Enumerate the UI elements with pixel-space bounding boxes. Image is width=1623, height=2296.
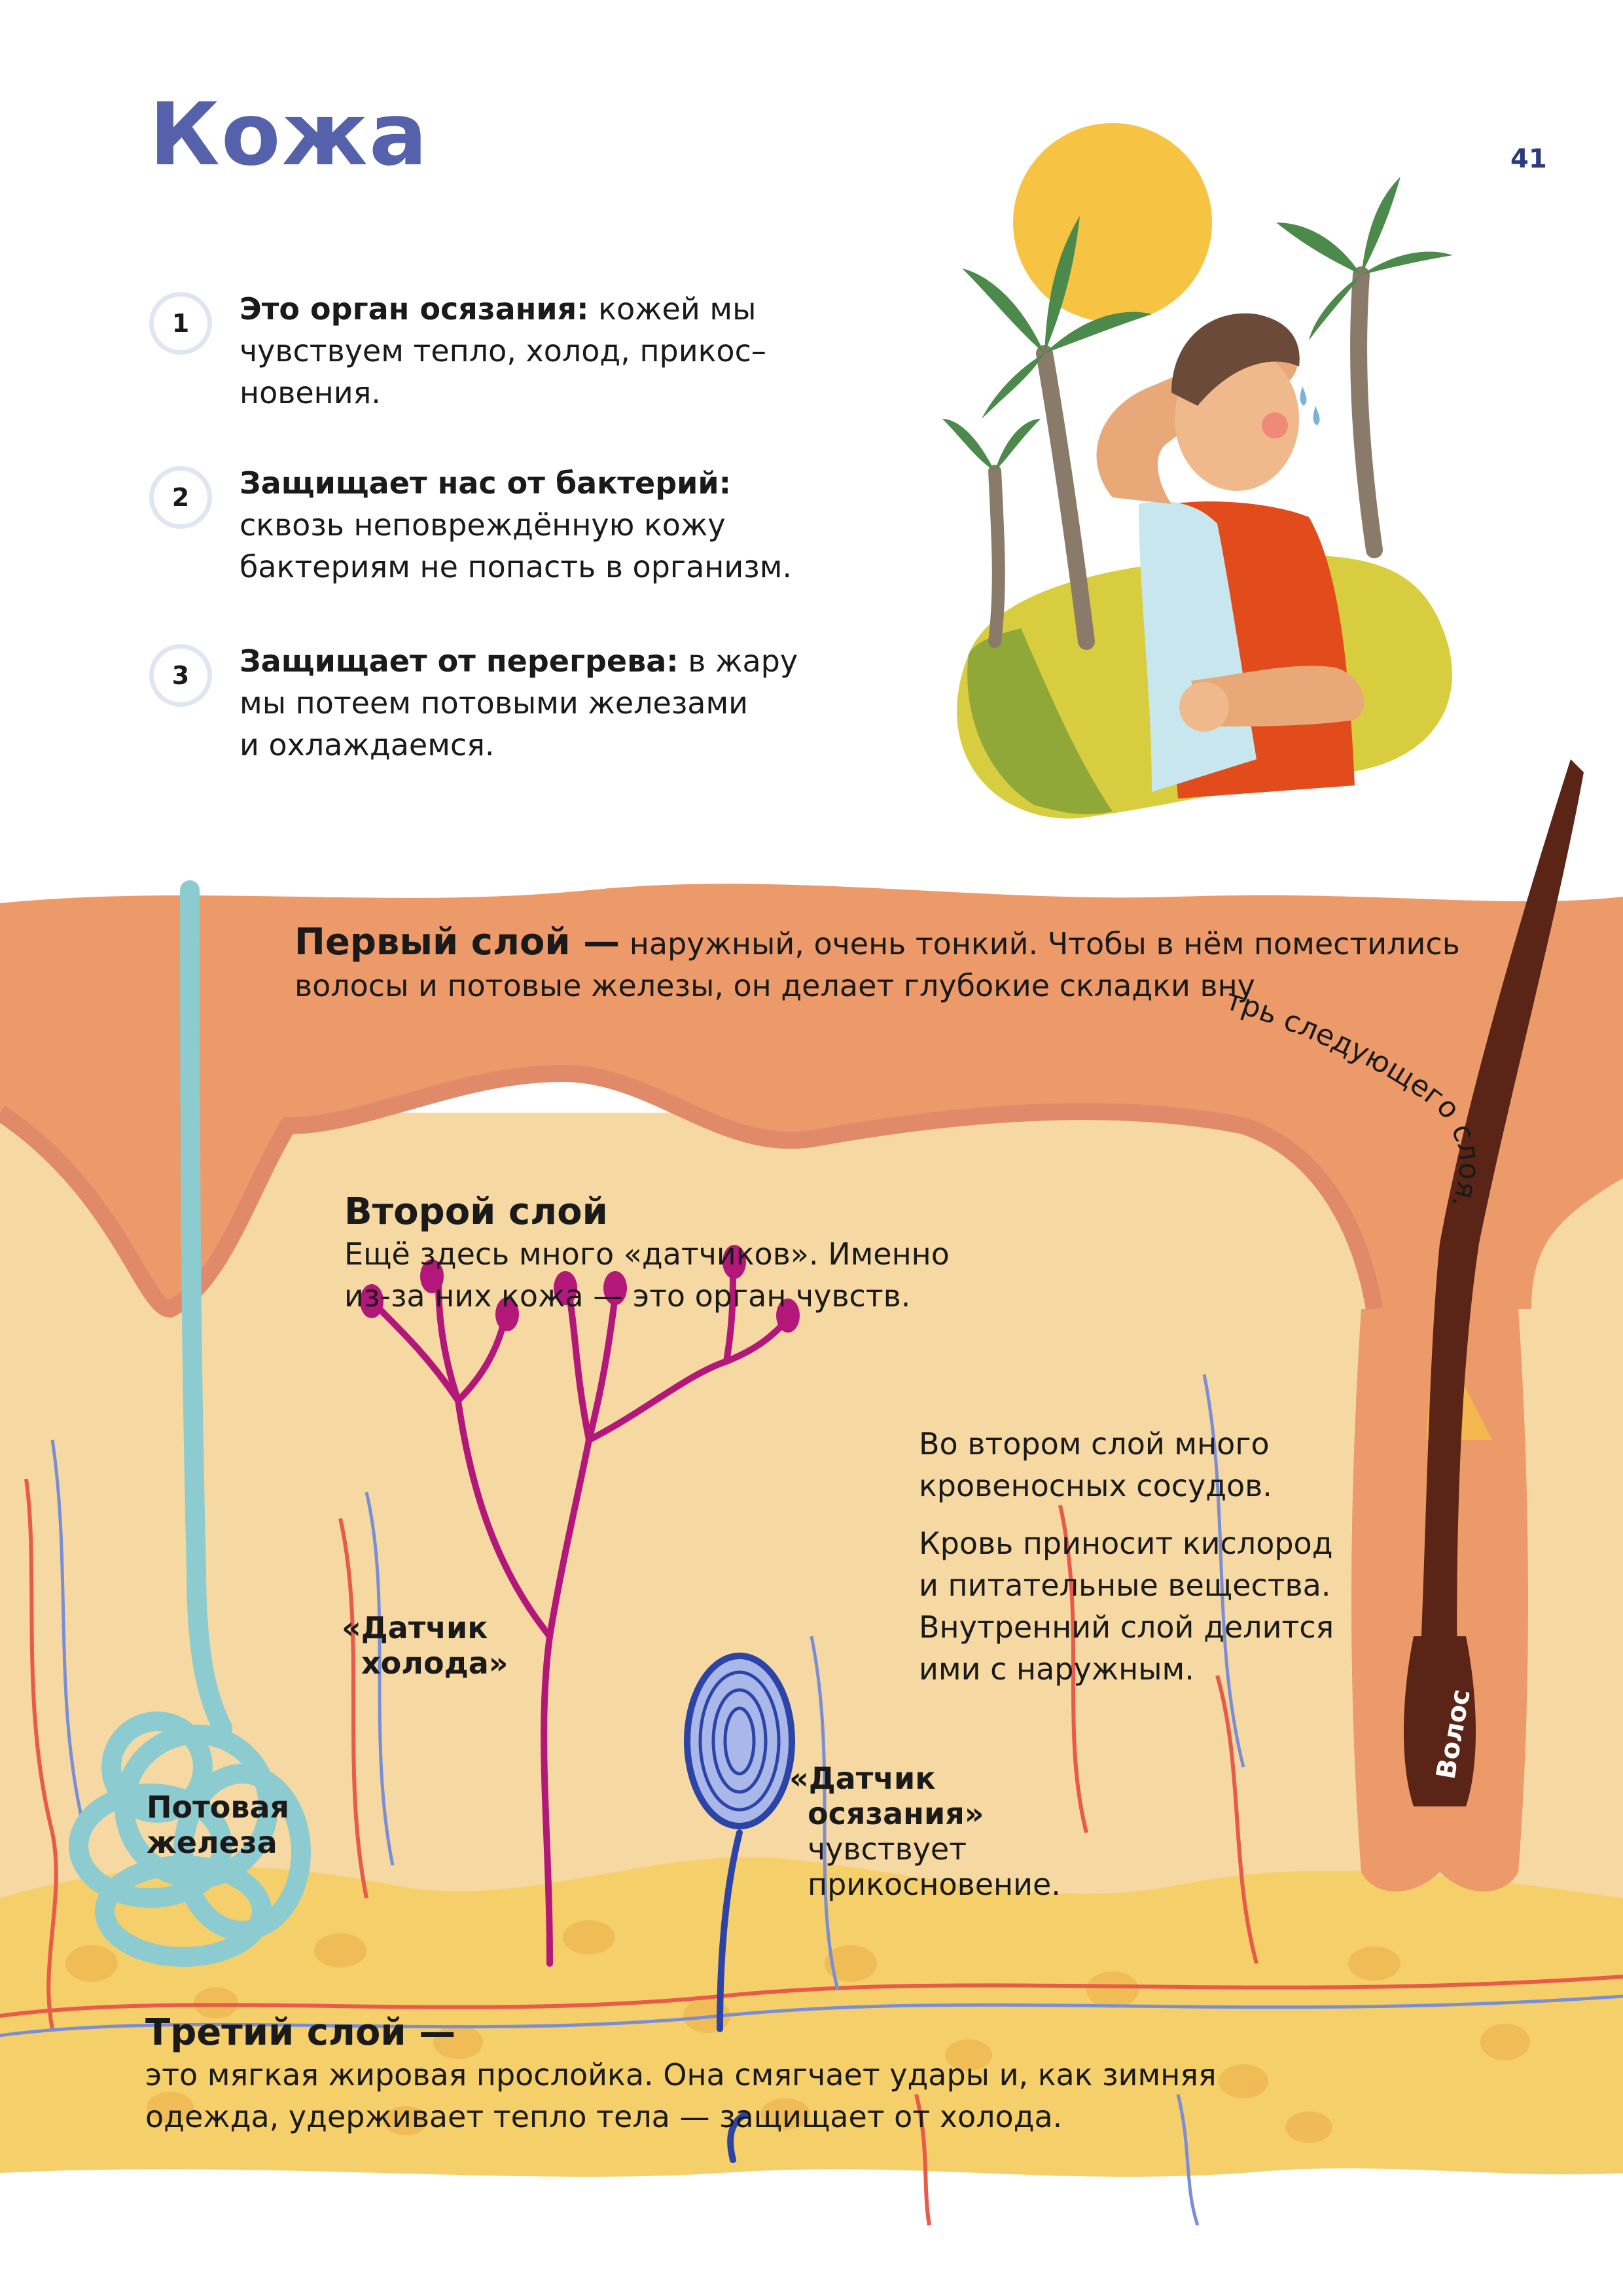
fact-line: бактериям не попасть в организм. xyxy=(240,549,793,584)
touch-sensor-label-line: чувствует xyxy=(808,1831,967,1867)
blood-vessels-blue xyxy=(0,1374,1623,2226)
fact-text: Это орган осязания: кожей мы чувствуем т… xyxy=(240,288,829,414)
first-layer-text: Первый слой — наружный, очень тонкий. Чт… xyxy=(294,922,1538,1007)
vessels-line: Кровь приносит кислород xyxy=(919,1526,1333,1561)
blood-vessels-red xyxy=(0,1479,1623,2226)
fat-cells xyxy=(65,1920,1530,2143)
palm-leaves xyxy=(942,177,1453,471)
fact-line: и охлаждаемся. xyxy=(240,727,495,762)
page-title: Кожа xyxy=(149,84,429,185)
cold-sensor-ends xyxy=(360,1245,800,1333)
hair xyxy=(1171,313,1300,406)
touch-sensor-label: «Датчик осязания» чувствует прикосновени… xyxy=(789,1761,1061,1902)
first-layer-line: наружный, очень тонкий. Чтобы в нём поме… xyxy=(620,926,1460,961)
second-layer-heading: Второй слой xyxy=(344,1191,608,1233)
sweat-drop xyxy=(1300,386,1307,406)
fact-line: чувствуем тепло, холод, прикос– xyxy=(240,333,766,368)
vessels-line: и питательные вещества. xyxy=(919,1568,1331,1603)
first-layer-heading: Первый слой — xyxy=(294,921,620,963)
touch-sensor-label-line: прикосновение. xyxy=(808,1867,1061,1902)
vessels-text: Во втором слой много кровеносных сосудов… xyxy=(919,1423,1416,1690)
cold-sensor-branches xyxy=(376,1266,789,1967)
fact-text: Защищает от перегрева: в жару мы потеем … xyxy=(240,640,829,766)
fact-number-badge: 1 xyxy=(149,292,212,355)
hair-bulb xyxy=(1404,1636,1476,1806)
second-layer-line: из-за них кожа — это орган чувств. xyxy=(344,1278,911,1314)
vessels-line: кровеносных сосудов. xyxy=(919,1468,1272,1503)
fact-number-badge: 2 xyxy=(149,466,212,529)
touch-sensor-lamellae xyxy=(698,1670,781,1812)
epidermis-layer xyxy=(0,884,1623,1309)
fact-line: мы потеем потовыми железами xyxy=(240,685,749,721)
fact-lead: Защищает нас от бактерий: xyxy=(240,465,731,501)
cold-sensor-label-line: холода» xyxy=(361,1645,508,1681)
sweat-drop xyxy=(1313,406,1320,425)
touch-sensor-nerve xyxy=(717,1829,743,2032)
palm-trunk xyxy=(1350,266,1383,558)
third-layer-line: одежда, удерживает тепло тела — защищает… xyxy=(145,2099,1063,2134)
cold-sensor-label-line: «Датчик xyxy=(342,1610,488,1645)
third-layer-line: это мягкая жировая прослойка. Она смягча… xyxy=(145,2057,1217,2092)
hill-shade xyxy=(967,628,1113,815)
touch-sensor-nerve xyxy=(727,2111,749,2163)
fact-lead: Это орган осязания: xyxy=(240,291,589,327)
third-layer-heading: Третий слой — xyxy=(145,2011,456,2054)
cheek xyxy=(1262,412,1288,439)
vessels-line: ими с наружным. xyxy=(919,1651,1194,1687)
hair-shaft xyxy=(1414,759,1584,1806)
sweat-gland-duct xyxy=(180,880,232,1738)
cold-sensor-label: «Датчик холода» xyxy=(342,1610,508,1681)
page-number: 41 xyxy=(1510,144,1547,174)
touch-sensor-label-line: «Датчик xyxy=(789,1761,936,1796)
lower-arm xyxy=(1191,666,1364,726)
palm-trunk xyxy=(1036,345,1095,650)
vessels-line: Внутренний слой делится xyxy=(919,1609,1334,1645)
fact-text: Защищает нас от бактерий: сквозь неповре… xyxy=(240,462,829,588)
palm-trunk xyxy=(988,465,1005,648)
fact-line: сквозь неповреждённую кожу xyxy=(240,507,726,543)
first-layer-line: волосы и потовые железы, он делает глубо… xyxy=(294,968,1255,1003)
epidermis-edge xyxy=(0,1064,1383,1318)
fact-number-badge: 3 xyxy=(149,644,212,707)
sweat-gland-label-line: железа xyxy=(147,1825,277,1860)
fact-line: новения. xyxy=(240,375,381,410)
third-layer-text: Третий слой — это мягкая жировая прослой… xyxy=(145,2012,1389,2138)
fat-layer xyxy=(0,1857,1623,2177)
hand xyxy=(1179,682,1229,732)
sweat-gland-label: Потовая железа xyxy=(147,1789,289,1860)
touch-sensor-body xyxy=(684,1653,795,1829)
fact-line: кожей мы xyxy=(588,291,757,327)
touch-sensor-label-line: осязания» xyxy=(808,1796,984,1831)
paragraph-gap xyxy=(919,1507,1416,1522)
fact-lead: Защищает от перегрева: xyxy=(240,643,679,679)
second-layer-line: Ещё здесь много «датчиков». Именно xyxy=(344,1236,950,1272)
fact-line: в жару xyxy=(678,643,798,679)
second-layer-text: Второй слой Ещё здесь много «датчиков». … xyxy=(344,1191,1064,1317)
sweat-gland-coil xyxy=(69,1712,311,1967)
vessels-line: Во втором слой много xyxy=(919,1426,1270,1462)
sweat-gland-label-line: Потовая xyxy=(147,1789,290,1825)
